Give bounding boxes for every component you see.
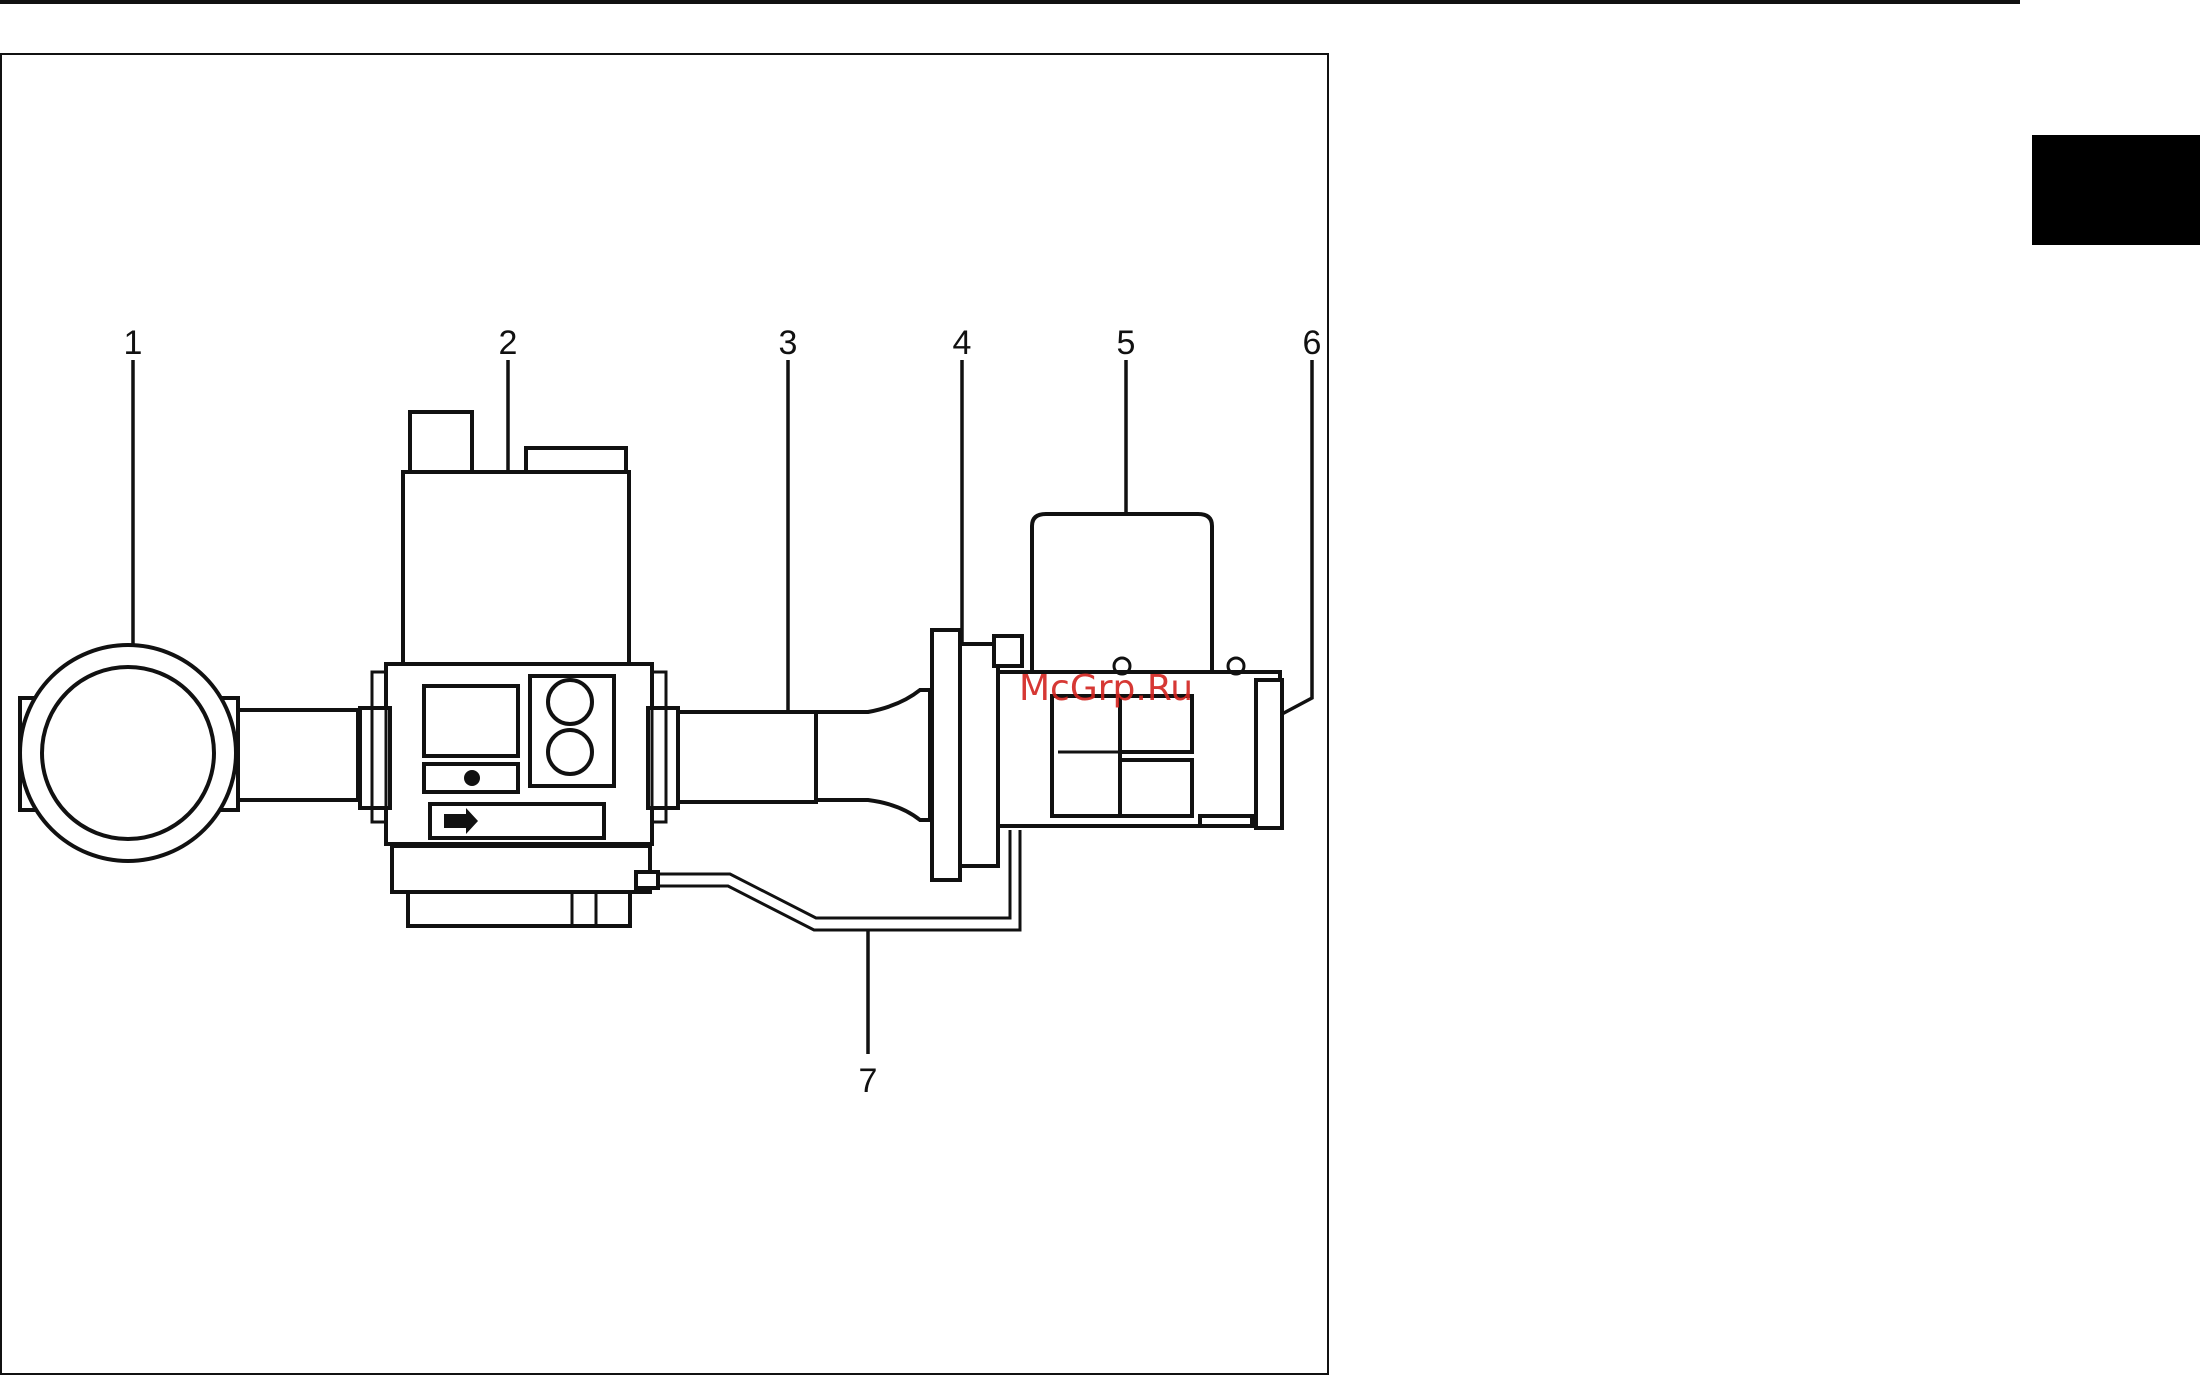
callout-5: 5 [1117, 324, 1136, 362]
leader-6 [1282, 360, 1312, 714]
pipe-ring-part-1 [20, 645, 358, 861]
gas-valve-part-2 [360, 412, 678, 926]
end-plate-part-6 [1256, 680, 1282, 828]
callout-2: 2 [499, 324, 518, 362]
reducer-part-3 [678, 690, 930, 820]
gas-train-diagram: 1 2 3 4 5 6 7 McGrp.Ru [20, 324, 1321, 1100]
callout-6: 6 [1303, 324, 1322, 362]
callout-1: 1 [124, 324, 143, 362]
callout-7: 7 [859, 1062, 878, 1100]
chapter-edge-tab [2032, 135, 2200, 245]
watermark-text: McGrp.Ru [1019, 668, 1193, 709]
callout-3: 3 [779, 324, 798, 362]
callout-4: 4 [953, 324, 972, 362]
